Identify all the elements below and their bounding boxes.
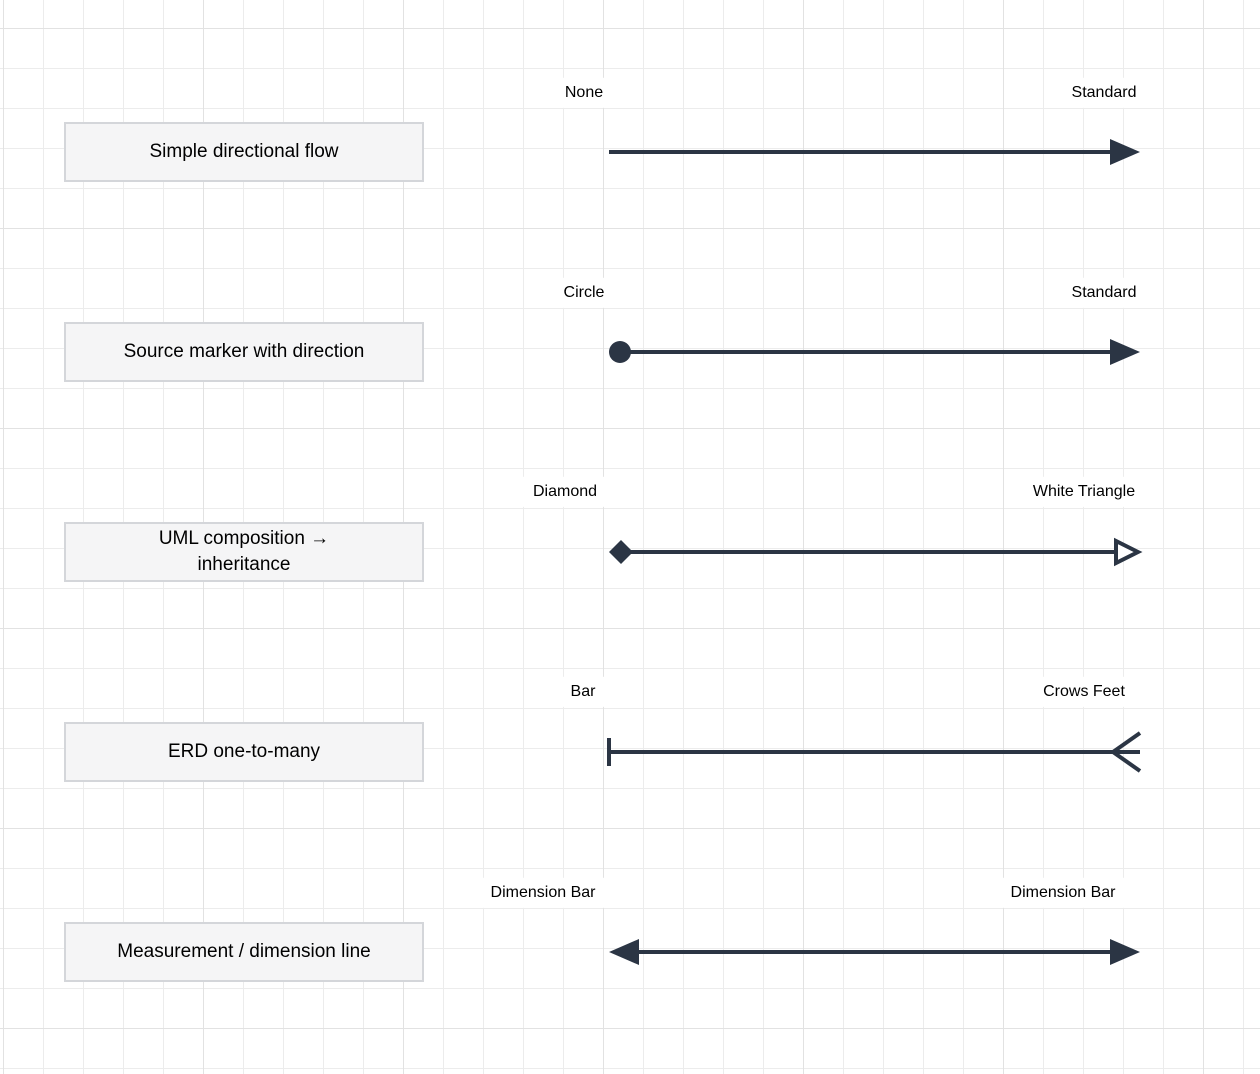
- node-label: ERD one-to-many: [167, 741, 321, 763]
- edge-source-label[interactable]: None: [554, 77, 614, 109]
- edge-target-label[interactable]: Crows Feet: [1033, 676, 1135, 708]
- edge-target-label[interactable]: Dimension Bar: [1000, 877, 1126, 909]
- node-simple-directional-flow[interactable]: Simple directional flow: [64, 122, 424, 182]
- edge-simple-directional-flow[interactable]: [609, 139, 1140, 165]
- node-measurement-dimension-line[interactable]: Measurement / dimension line: [64, 922, 424, 982]
- edge-source-marker-with-direction[interactable]: [609, 339, 1140, 365]
- node-source-marker-with-direction[interactable]: Source marker with direction: [64, 322, 424, 382]
- node-label: UML composition → inheritance: [158, 528, 330, 575]
- node-label: Source marker with direction: [123, 341, 365, 363]
- edge-erd-one-to-many[interactable]: [607, 731, 1142, 773]
- edge-target-label[interactable]: White Triangle: [1022, 476, 1146, 508]
- edge-measurement-dimension-line[interactable]: [609, 939, 1140, 965]
- node-label: Measurement / dimension line: [117, 941, 371, 963]
- edge-source-label[interactable]: Dimension Bar: [480, 877, 606, 909]
- node-label: Simple directional flow: [149, 141, 339, 163]
- edge-uml-composition-inheritance[interactable]: [609, 537, 1143, 567]
- node-erd-one-to-many[interactable]: ERD one-to-many: [64, 722, 424, 782]
- edge-source-label[interactable]: Bar: [560, 676, 606, 708]
- edge-target-label[interactable]: Standard: [1061, 77, 1147, 109]
- edge-source-label[interactable]: Circle: [553, 277, 615, 309]
- edge-source-label[interactable]: Diamond: [522, 476, 608, 508]
- edge-target-label[interactable]: Standard: [1061, 277, 1147, 309]
- node-uml-composition-inheritance[interactable]: UML composition → inheritance: [64, 522, 424, 582]
